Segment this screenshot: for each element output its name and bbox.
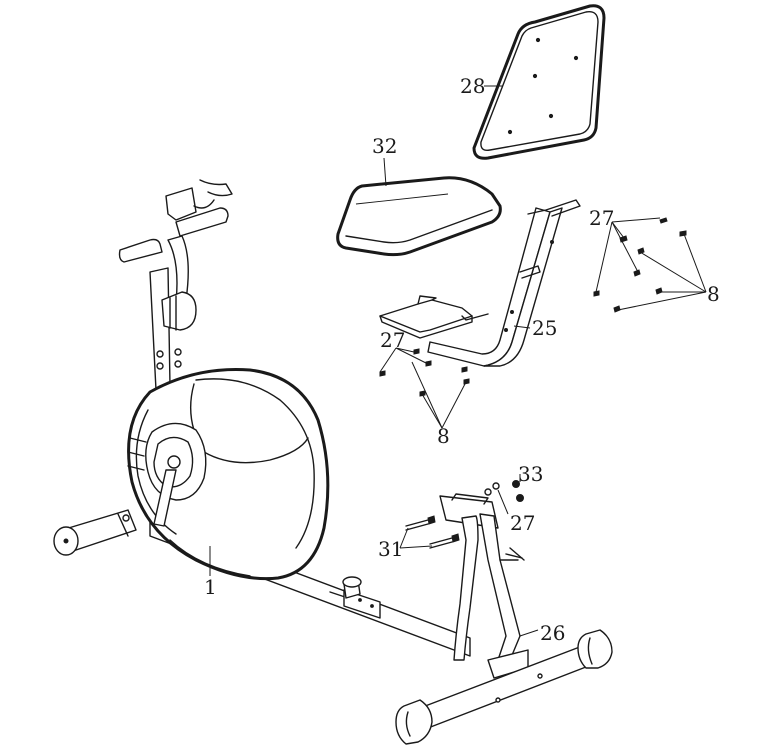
seat-part-32 [336,176,502,257]
callout-32: 32 [372,134,397,158]
bolt-set-center [379,348,470,397]
callout-25: 25 [532,316,557,340]
callout-31: 31 [378,537,403,561]
handlebar-post [118,179,233,391]
leader-lines-lower [209,474,539,637]
rear-stabilizer [395,629,613,745]
hardware-nuts-33 [484,480,524,559]
callout-8-right: 8 [707,282,720,306]
leader-lines-upper [383,85,531,329]
callout-27-lower: 27 [510,511,535,535]
rear-seat-post-part-26 [439,493,529,679]
front-stabilizer [53,509,137,556]
callout-8-center: 8 [437,424,450,448]
flywheel-housing [127,368,330,581]
callout-27-right: 27 [589,206,614,230]
callout-27-center: 27 [380,328,405,352]
callout-1: 1 [204,575,217,599]
leader-lines-right-group [595,217,707,311]
callout-28: 28 [460,74,485,98]
bolt-set-right [593,217,687,313]
callout-labels: 28 32 27 25 8 27 8 33 27 31 1 26 [204,74,720,645]
hardware-bolts-31 [405,515,460,549]
seat-frame-part-25 [379,199,581,367]
backrest-part-28 [472,4,606,160]
callout-33: 33 [518,462,543,486]
leader-lines-center-group [379,347,467,429]
callout-26: 26 [540,621,565,645]
